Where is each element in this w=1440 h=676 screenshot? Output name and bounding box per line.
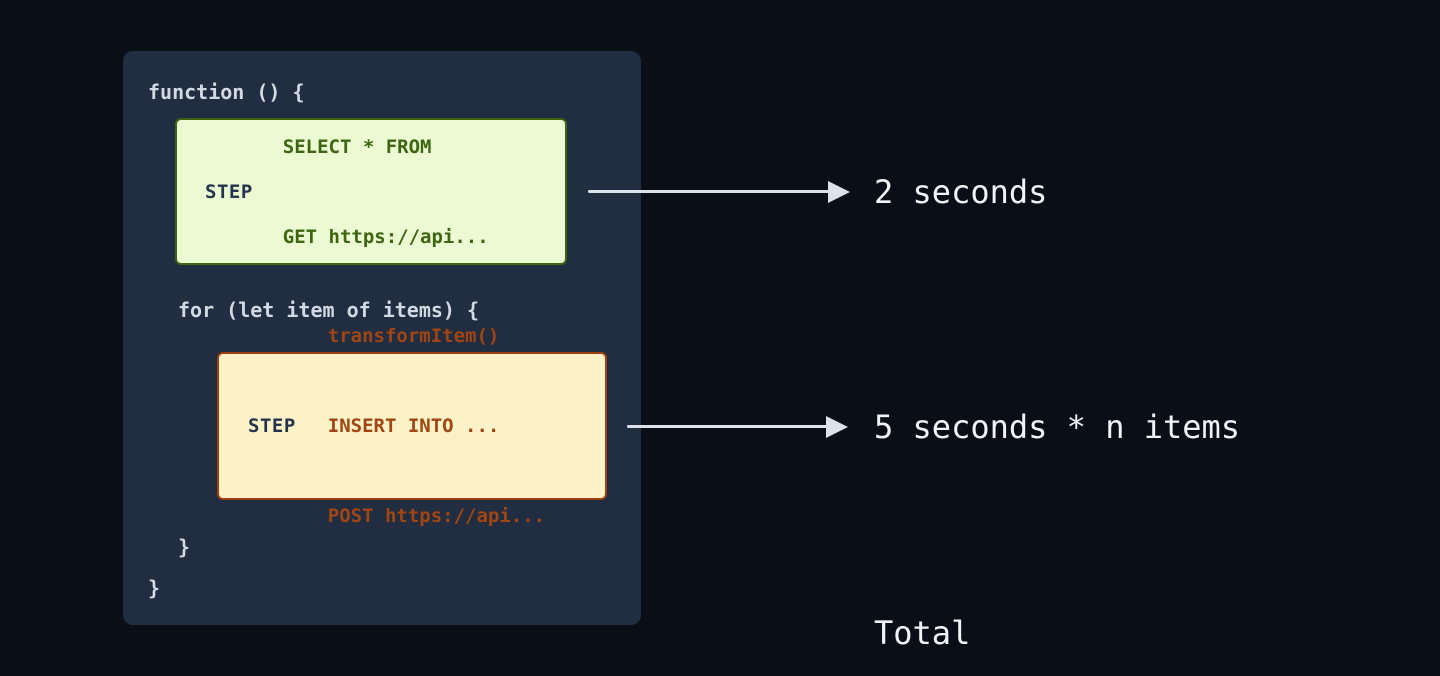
total-title: Total <box>874 614 971 652</box>
arrow-right-icon <box>828 181 850 203</box>
code-line-get: GET https://api... <box>282 225 489 248</box>
code-line-insert: INSERT INTO ... <box>327 415 500 437</box>
step-label: STEP <box>248 415 296 437</box>
code-panel: function () { STEP SELECT * FROM GET htt… <box>123 51 641 625</box>
step2-duration-label: 5 seconds * n items <box>874 408 1241 446</box>
step1-duration-label: 2 seconds <box>874 173 1048 211</box>
arrow-line <box>627 425 828 428</box>
arrow-line <box>588 190 830 193</box>
step-code-load: transformItem() INSERT INTO ... POST htt… <box>328 261 545 591</box>
code-line-post: POST https://api... <box>327 505 546 527</box>
code-line-function-close: } <box>148 576 161 600</box>
code-line-function-open: function () { <box>148 80 305 104</box>
code-line-for-close: } <box>178 535 191 559</box>
code-line-select: SELECT * FROM <box>282 135 432 158</box>
step-box-load: STEP transformItem() INSERT INTO ... POS… <box>217 325 607 527</box>
step-box-extract: STEP SELECT * FROM GET https://api... <box>175 118 567 265</box>
step-label: STEP <box>205 180 253 203</box>
code-line-for-open: for (let item of items) { <box>178 298 480 322</box>
arrow-right-icon <box>826 416 848 438</box>
code-line-transform: transformItem() <box>327 325 500 347</box>
step-code-extract: SELECT * FROM GET https://api... <box>283 72 489 312</box>
total-summary: Total 100 items = 502 seconds <box>874 528 1317 676</box>
